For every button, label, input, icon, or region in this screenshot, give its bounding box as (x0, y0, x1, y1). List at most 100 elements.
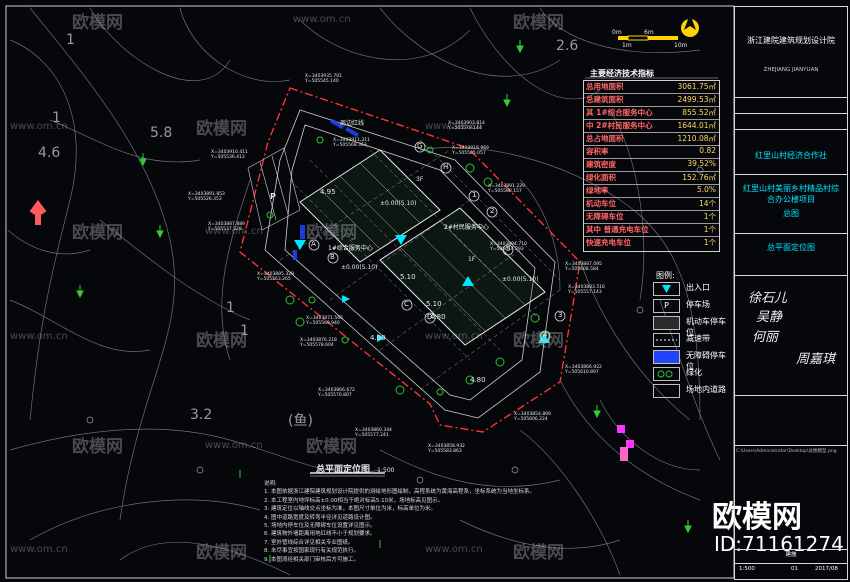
drawing-date: 2017/08 (815, 566, 838, 572)
coord-tag: X=3403891.853 Y=505526.353 (188, 192, 225, 202)
grid-label: H (443, 163, 449, 171)
scale-label: 10m (674, 42, 688, 49)
parking-blue (293, 118, 360, 260)
scale-value: 1:500 (739, 566, 755, 572)
note-line: 6. 建筑物外墙距离用地红线不小于规划要求。 (264, 531, 376, 538)
building-2 (379, 207, 546, 346)
contour-label: 1 (52, 110, 61, 126)
coord-tag: X=3403860.344 Y=505577.241 (355, 428, 392, 438)
notes-title: 说明: (264, 481, 277, 487)
road-swatch (653, 384, 680, 398)
level-label: 4.80 (470, 376, 486, 384)
building-label: 2#村民服务中心 (444, 224, 489, 231)
watermark-brand: 欧模网 (513, 331, 564, 351)
building-1 (299, 149, 441, 263)
legend-title: 图例: (656, 271, 675, 280)
elevation-label: ±0.00(5.10) (341, 264, 378, 271)
entrance-swatch (653, 282, 680, 296)
company-name-en: ZHEJIANG JIANYUAN (763, 67, 819, 73)
econ-key: 容积率 (586, 147, 609, 156)
watermark-brand: 欧模网 (306, 437, 357, 457)
watermark-brand: 欧模网 (196, 543, 247, 563)
coord-tag: X=3403903.814 Y=505578.144 (448, 121, 485, 131)
note-line: 5. 场地内停车位及无障碍车位设置详见图示。 (264, 523, 376, 530)
econ-value: 855.52㎡ (682, 108, 716, 117)
legend-label: 停车场 (686, 300, 710, 309)
parking-lot (247, 147, 301, 231)
watermark-url: www.om.cn (205, 440, 263, 451)
econ-key: 绿化面积 (586, 173, 616, 182)
level-label: 4.95 (320, 188, 336, 196)
plan-title: 总平面定位图 1:500 (316, 462, 394, 475)
watermark-url: www.om.cn (293, 14, 351, 25)
grid-label: 5 (506, 245, 511, 253)
drawing-stage: 总图 (783, 209, 799, 218)
north-arrow (681, 14, 699, 37)
legend-label: 场地内道路 (686, 385, 726, 394)
legend-label: 无障碍停车位 (686, 351, 726, 371)
terrain-markers (86, 166, 704, 484)
note-line: 8. 未尽事宜按国家现行有关规范执行。 (264, 548, 359, 555)
contour-label: 3.2 (190, 407, 213, 423)
econ-value: 0.82 (699, 146, 716, 155)
scale-label: 0m (612, 29, 622, 36)
coord-tag: X=3403935.701 Y=505545.140 (305, 74, 342, 84)
speed-bump-swatch (653, 333, 680, 347)
watermark-brand: 欧模网 (72, 437, 123, 457)
building-floors: 1F (468, 256, 476, 263)
econ-value: 1210.08㎡ (677, 134, 716, 143)
watermark-id: ID:71161274 (714, 532, 844, 556)
site-pads (264, 109, 556, 419)
econ-value: 1个 (703, 225, 716, 234)
green-trees (266, 136, 550, 396)
coord-tag: X=3403910.411 Y=505536.413 (211, 150, 248, 160)
watermark-url: www.om.cn (10, 121, 68, 132)
plan-title-text: 总平面定位图 (316, 465, 371, 475)
contour-label: 4.6 (38, 145, 61, 161)
signature: 何丽 (752, 330, 779, 345)
contour-label: 2.6 (556, 38, 579, 54)
econ-key: 机动车位 (586, 199, 616, 208)
greenery-swatch (653, 367, 680, 381)
notes: 说明: 1. 本图依据浙江建院建筑规划设计院提供的测绘地形图绘制，高程系统为黄海… (264, 480, 684, 564)
coord-tag: X=3403891.229 Y=505588.157 (488, 184, 525, 194)
scale-bar (618, 35, 678, 41)
scale-label: 6m (644, 29, 654, 36)
note-line: 7. 室外管线综合详见相关专业图纸。 (264, 539, 354, 546)
econ-key: 无障碍车位 (586, 212, 624, 221)
grid-label: 4 (543, 331, 548, 339)
company-name: 浙江建院建筑规划设计院 (747, 36, 835, 45)
econ-value: 1个 (703, 238, 716, 247)
note-line: 1. 本图依据浙江建院建筑规划设计院提供的测绘地形图绘制，高程系统为黄海高程系，… (264, 489, 535, 496)
legend-label: 绿化 (686, 368, 702, 377)
watermark-url: www.om.cn (10, 331, 68, 342)
coord-tag: X=3403866.922 Y=505610.897 (565, 365, 602, 375)
level-label: 4.80 (370, 334, 386, 342)
contour-label: (鱼) (288, 413, 313, 429)
econ-key: 总用地面积 (586, 82, 624, 91)
plan-title-underline (310, 472, 385, 477)
coord-tag: X=3403871.565 Y=505569.940 (306, 316, 343, 326)
scale-label: 1m (622, 42, 632, 49)
level-label: 5.10 (426, 300, 442, 308)
econ-key: 建筑密度 (586, 160, 616, 169)
grid-label: C (404, 300, 409, 308)
green-markers (76, 40, 692, 563)
contour-label: 5.8 (150, 125, 173, 141)
watermark-url: www.om.cn (425, 331, 483, 342)
econ-key: 总占地面积 (586, 134, 624, 143)
watermark-url: www.om.cn (425, 121, 483, 132)
grid-label: 1 (472, 191, 477, 199)
watermark-brand: 欧模网 (196, 331, 247, 351)
vehicle-space-swatch (653, 316, 680, 330)
watermark-brand: 欧模网 (196, 119, 247, 139)
grid-label: B (330, 253, 335, 261)
sheet-label: 建施 (785, 552, 797, 558)
building-label: 1#综合服务中心 (328, 245, 373, 252)
econ-key: 其 1#综合服务中心 (586, 108, 653, 117)
econ-value: 152.76㎡ (682, 173, 716, 182)
note-line: 3. 建筑定位以轴线交点坐标为准，本图尺寸单位为米，标高单位为米。 (264, 506, 436, 513)
note-line: 9. 本图须经相关部门审核后方可施工。 (264, 556, 359, 563)
elevation-label: ±0.00(5.10) (502, 276, 539, 283)
note-line: 4. 图中道路宽度及转弯半径详见道路设计图。 (264, 514, 376, 521)
